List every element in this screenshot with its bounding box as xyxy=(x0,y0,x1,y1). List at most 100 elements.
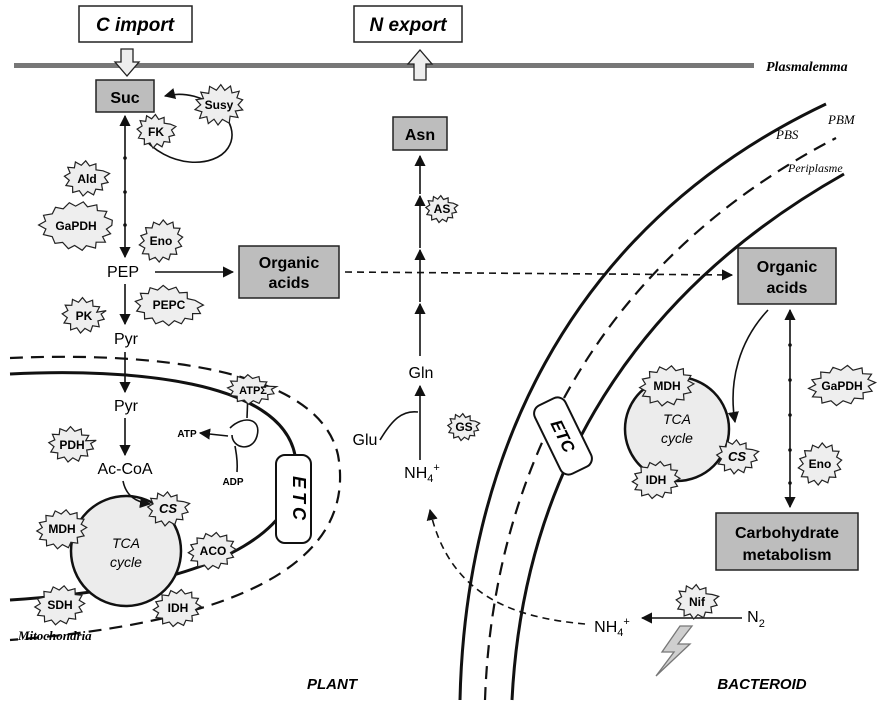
carb-metabolism-line1: Carbohydrate xyxy=(735,525,839,542)
cs-bact-label: CS xyxy=(728,449,746,464)
pbs-membrane xyxy=(483,137,837,701)
fk-enzyme: FK xyxy=(136,113,178,149)
atp-out-arrow xyxy=(198,428,229,440)
cs-mito-enzyme: CS xyxy=(146,490,191,527)
nh4-export-arrow xyxy=(426,508,586,625)
carbohydrate-metabolism-box: Carbohydrate metabolism xyxy=(715,512,859,571)
plant-label: PLANT xyxy=(307,676,359,693)
gapdh-bact-enzyme: GaPDH xyxy=(807,364,878,407)
mito-etc-box: ETC xyxy=(275,454,312,544)
c-import-box: C import xyxy=(78,5,193,43)
organic-acids-bact-line2: acids xyxy=(767,280,808,297)
gs-label: GS xyxy=(455,420,472,434)
organic-acids-plant-box: Organic acids xyxy=(238,245,340,299)
pyr-mito-label: Pyr xyxy=(114,398,139,415)
arrow-up-icon xyxy=(406,49,434,81)
susy-loop-arrow xyxy=(139,88,233,164)
sdh-label: SDH xyxy=(47,598,72,612)
mito-etc-label: ETC xyxy=(289,476,309,524)
susy-enzyme: Susy xyxy=(193,83,244,127)
n-export-box: N export xyxy=(353,5,463,43)
pdh-label: PDH xyxy=(59,438,84,452)
mito-tca-cycle: TCA cycle xyxy=(69,494,183,608)
adp-in-line xyxy=(234,445,239,473)
accoa-tca-arrow xyxy=(122,480,152,509)
bacteroid-membrane xyxy=(510,172,845,701)
suc-label: Suc xyxy=(110,90,139,107)
nh4-plant-label: NH4+ xyxy=(404,462,440,485)
organic-acids-bacteroid-box: Organic acids xyxy=(737,247,837,305)
cs-bact-enzyme: CS xyxy=(715,438,760,475)
pepc-enzyme: PEPC xyxy=(134,284,205,327)
organic-acids-plant-line1: Organic xyxy=(259,255,320,272)
atp-synthase-enzyme: ATPΣ xyxy=(226,373,279,405)
n2-label: N2 xyxy=(747,609,765,630)
eno-plant-enzyme: Eno xyxy=(138,219,184,263)
fk-label: FK xyxy=(148,125,164,139)
pep-label: PEP xyxy=(107,264,139,281)
atp-label: ATP xyxy=(177,429,197,440)
atp-synthase-loop xyxy=(229,419,259,448)
organic-acids-tca-arrow xyxy=(727,309,769,424)
organic-acids-transport-arrow xyxy=(344,269,734,281)
pbs-label: PBS xyxy=(775,127,799,142)
asn-box: Asn xyxy=(392,116,448,151)
nif-label: Nif xyxy=(689,595,706,609)
eno-bact-label: Eno xyxy=(809,457,832,471)
ald-enzyme: Ald xyxy=(63,159,111,197)
plasmalemma-membrane xyxy=(14,63,754,68)
arrow-down-icon xyxy=(113,48,141,77)
gapdh-plant-enzyme: GaPDH xyxy=(37,201,113,252)
mito-tca-line2: cycle xyxy=(110,554,142,570)
organic-acids-bact-line1: Organic xyxy=(757,259,818,276)
n-export-label: N export xyxy=(369,15,447,36)
pbm-membrane xyxy=(458,102,827,701)
organic-acids-plant-line2: acids xyxy=(269,275,310,292)
susy-label: Susy xyxy=(205,98,234,112)
eno-plant-label: Eno xyxy=(150,234,173,248)
as-label: AS xyxy=(434,202,451,216)
gs-enzyme: GS xyxy=(446,412,481,442)
mito-outer-membrane xyxy=(9,355,342,642)
gln-label: Gln xyxy=(409,365,434,382)
lightning-icon xyxy=(655,625,694,677)
aco-enzyme: ACO xyxy=(187,531,238,571)
mdh-bact-enzyme: MDH xyxy=(638,364,696,407)
pyr-cyto-label: Pyr xyxy=(114,331,139,348)
as-enzyme: AS xyxy=(424,194,459,224)
atp-synthase-label: ATPΣ xyxy=(239,385,267,397)
ald-label: Ald xyxy=(77,172,96,186)
bacteroid-etc-box: ETC xyxy=(533,396,593,476)
carb-metabolism-line2: metabolism xyxy=(743,547,832,564)
mdh-mito-label: MDH xyxy=(48,522,75,536)
idh-bact-label: IDH xyxy=(646,473,667,487)
idh-mito-label: IDH xyxy=(168,601,189,615)
bact-tca-line2: cycle xyxy=(661,430,693,446)
glu-label: Glu xyxy=(353,432,378,449)
mitochondria-label: Mitochondria xyxy=(17,628,92,643)
pdh-enzyme: PDH xyxy=(47,425,97,463)
mdh-mito-enzyme: MDH xyxy=(35,508,88,550)
pk-enzyme: PK xyxy=(61,296,107,334)
suc-box: Suc xyxy=(95,79,155,113)
glu-gs-curve xyxy=(379,411,419,441)
mdh-bact-label: MDH xyxy=(653,379,680,393)
aco-label: ACO xyxy=(200,544,227,558)
gapdh-plant-label: GaPDH xyxy=(55,219,96,233)
pbm-label: PBM xyxy=(827,112,856,127)
ac-coa-label: Ac-CoA xyxy=(97,461,152,478)
asn-label: Asn xyxy=(405,127,435,144)
sdh-enzyme: SDH xyxy=(33,584,86,626)
c-import-label: C import xyxy=(96,15,175,36)
pepc-label: PEPC xyxy=(153,298,186,312)
nif-enzyme: Nif xyxy=(675,583,720,620)
mito-tca-line1: TCA xyxy=(112,535,140,551)
idh-bact-enzyme: IDH xyxy=(631,460,682,500)
bact-tca-line1: TCA xyxy=(663,411,691,427)
cs-mito-label: CS xyxy=(159,501,177,516)
idh-mito-enzyme: IDH xyxy=(152,588,203,628)
periplasme-label: Periplasme xyxy=(787,161,843,175)
nh4-bacteroid-label: NH4+ xyxy=(594,616,630,639)
pk-label: PK xyxy=(76,309,93,323)
